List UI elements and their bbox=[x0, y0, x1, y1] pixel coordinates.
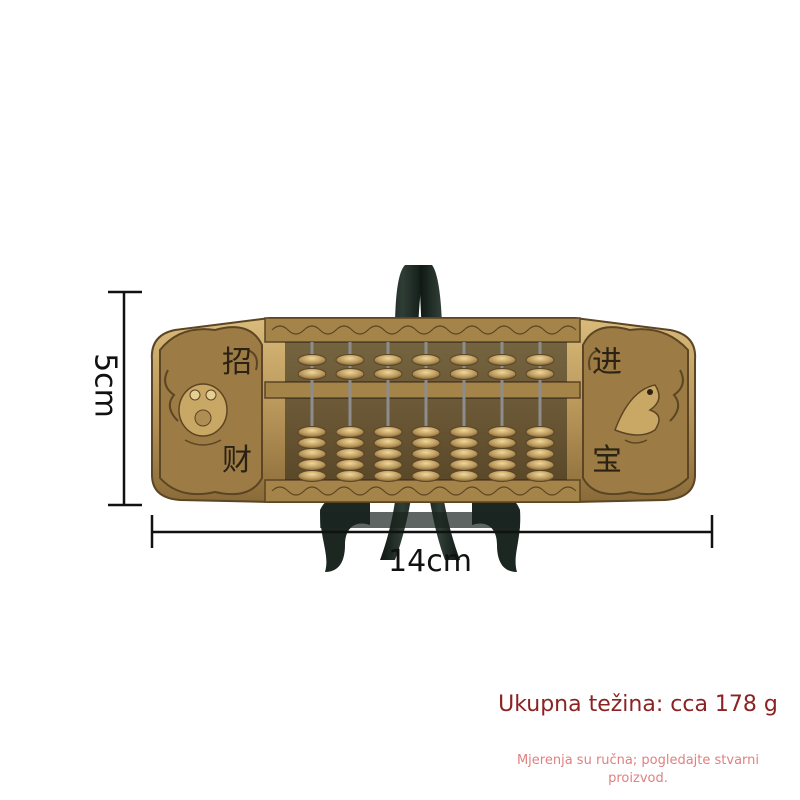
abacus-bead bbox=[373, 459, 403, 471]
height-dimension-line bbox=[108, 290, 142, 507]
right-char-bottom: 宝 bbox=[592, 443, 622, 478]
abacus-bead bbox=[297, 354, 327, 366]
abacus-bead bbox=[487, 437, 517, 449]
abacus-bead bbox=[373, 368, 403, 380]
weight-note: Mjerenja su ručna; pogledajte stvarni pr… bbox=[516, 753, 760, 786]
abacus-bead bbox=[525, 459, 555, 471]
abacus-bead bbox=[449, 426, 479, 438]
abacus-bead bbox=[335, 470, 365, 482]
abacus-bead bbox=[335, 368, 365, 380]
abacus-bead bbox=[525, 426, 555, 438]
abacus-bead bbox=[525, 354, 555, 366]
abacus-bead bbox=[411, 459, 441, 471]
abacus-bead bbox=[487, 354, 517, 366]
abacus-bead bbox=[411, 448, 441, 460]
abacus-bead bbox=[487, 459, 517, 471]
abacus-bead bbox=[297, 368, 327, 380]
left-char-top: 招 bbox=[222, 345, 252, 380]
right-char-top: 进 bbox=[592, 345, 622, 380]
abacus-bead bbox=[487, 448, 517, 460]
abacus-bead bbox=[487, 368, 517, 380]
abacus-bead bbox=[449, 470, 479, 482]
abacus-bead bbox=[373, 426, 403, 438]
bead-columns bbox=[297, 342, 555, 482]
width-dimension-line bbox=[150, 515, 714, 548]
abacus-bead bbox=[525, 437, 555, 449]
abacus-bead bbox=[335, 437, 365, 449]
abacus-bead bbox=[525, 470, 555, 482]
abacus-bead bbox=[525, 448, 555, 460]
abacus-bead bbox=[449, 368, 479, 380]
abacus-bead bbox=[411, 437, 441, 449]
height-label: 5cm bbox=[87, 353, 123, 418]
abacus-bead bbox=[373, 470, 403, 482]
weight-title: Ukupna težina: cca 178 g bbox=[498, 692, 778, 717]
toad-figure bbox=[178, 383, 228, 446]
pixiu-figure bbox=[614, 384, 660, 444]
abacus-bead bbox=[449, 448, 479, 460]
abacus-bead bbox=[411, 470, 441, 482]
abacus-bead bbox=[525, 368, 555, 380]
abacus-bead bbox=[373, 354, 403, 366]
abacus-bead bbox=[411, 354, 441, 366]
abacus-bead bbox=[449, 354, 479, 366]
abacus-bead bbox=[297, 448, 327, 460]
left-char-bottom: 财 bbox=[222, 443, 252, 478]
abacus-bead bbox=[373, 448, 403, 460]
abacus-bead bbox=[449, 459, 479, 471]
abacus-bead bbox=[449, 437, 479, 449]
abacus-bead bbox=[335, 426, 365, 438]
abacus: 招 财 进 宝 bbox=[150, 317, 697, 503]
abacus-bead bbox=[335, 459, 365, 471]
abacus-bead bbox=[411, 426, 441, 438]
abacus-bead bbox=[487, 470, 517, 482]
abacus-bead bbox=[297, 470, 327, 482]
width-label: 14cm bbox=[388, 544, 472, 579]
abacus-bead bbox=[373, 437, 403, 449]
abacus-bead bbox=[297, 437, 327, 449]
abacus-bead bbox=[297, 426, 327, 438]
abacus-bead bbox=[297, 459, 327, 471]
abacus-bead bbox=[335, 448, 365, 460]
abacus-bead bbox=[487, 426, 517, 438]
abacus-bead bbox=[411, 368, 441, 380]
abacus-bead bbox=[335, 354, 365, 366]
